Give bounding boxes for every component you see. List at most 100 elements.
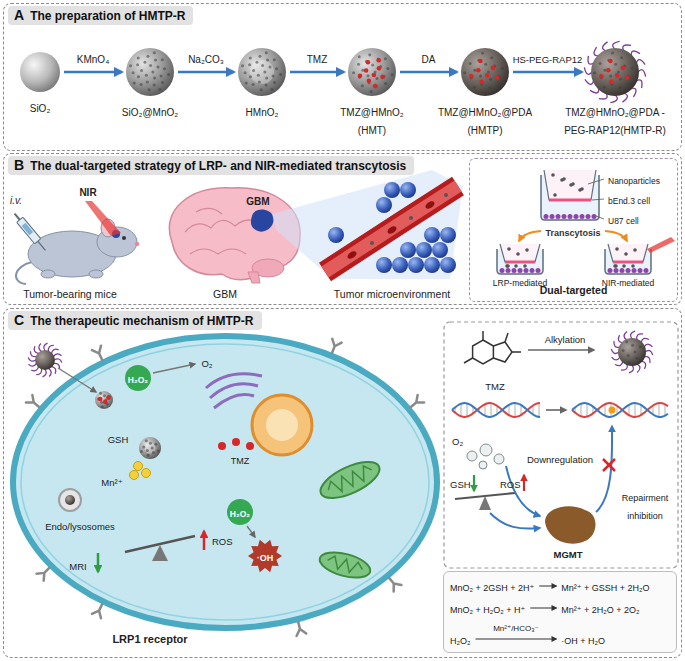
equation-term: MnO₂ + 2GSH + 2H⁺ — [450, 583, 534, 593]
manganese-ions — [134, 462, 143, 471]
nanoparticle-drawing — [469, 74, 474, 79]
label-slot: MRI — [69, 556, 86, 574]
nanoparticle-drawing — [358, 55, 361, 58]
nanoparticle-drawing — [245, 81, 248, 84]
tumor-cells — [376, 257, 392, 273]
uptake-arrow — [58, 368, 96, 392]
tumor-cells — [400, 242, 416, 258]
nanoparticle-drawing — [161, 58, 164, 61]
nanoparticle-drawing — [608, 59, 613, 64]
cell — [13, 336, 437, 628]
label-slot: GSH — [450, 474, 471, 492]
nanoparticle-drawing — [614, 63, 617, 66]
figure-caption: Tumor-bearing mice — [23, 288, 117, 300]
catalyst-label: Mn²⁺/HCO₃⁻ — [493, 624, 538, 633]
cell — [13, 336, 437, 628]
inhibition-cross — [603, 459, 615, 471]
process-label: Repairment inhibition — [622, 493, 669, 521]
dna-helix — [572, 403, 668, 417]
panel-title: The preparation of HMTP-R — [30, 9, 185, 23]
transwell-drawing — [614, 264, 618, 268]
fenton-arrow — [247, 526, 255, 537]
reaction-arrow — [530, 608, 556, 609]
figure-caption: Tumor microenvironment — [334, 288, 450, 300]
nanoparticle-drawing — [469, 62, 472, 65]
syringe — [38, 241, 46, 250]
nanoparticle-drawing — [266, 59, 269, 62]
nanoparticle-drawing — [257, 74, 260, 77]
label-slot: ·OH — [257, 547, 274, 565]
nanoparticle-drawing — [481, 52, 484, 55]
hydroxyl-radical — [248, 540, 282, 572]
dna-helix — [452, 403, 668, 417]
nanoparticle-drawing — [250, 60, 274, 84]
nanoparticle-drawing — [132, 71, 135, 74]
panel-header: BThe dual-targeted strategy of LRP- and … — [8, 156, 414, 175]
nucleus — [252, 395, 312, 455]
nanoparticle-drawing — [488, 86, 491, 89]
nanoparticle-drawing — [370, 90, 373, 93]
nanoparticle-drawing — [478, 59, 483, 64]
transwell-drawing — [506, 268, 511, 273]
nanoparticles — [152, 451, 155, 454]
nanoparticle-drawing — [476, 68, 481, 73]
nanoparticle-drawing — [163, 67, 166, 70]
nanoparticle-drawing — [376, 58, 381, 63]
label-slot: MGMT — [553, 544, 582, 562]
redox-balance — [98, 531, 204, 572]
manganese-ions — [130, 471, 139, 480]
mitochondrion — [316, 455, 385, 506]
nanoparticle-drawing — [153, 77, 156, 80]
lrp1-receptors — [26, 339, 424, 636]
endolysosome — [59, 489, 81, 511]
nanoparticle-drawing — [20, 52, 60, 92]
label-slot: Alkylation — [545, 329, 586, 347]
reagent-label: DA — [422, 54, 436, 65]
nanoparticles — [629, 365, 634, 373]
nanoparticles — [54, 359, 62, 363]
brain-drawing — [251, 210, 274, 232]
reaction-arrow — [513, 71, 582, 74]
nanoparticle-drawing — [146, 80, 149, 83]
nanoparticle: SiO₂@MnO₂ — [126, 48, 174, 96]
tumor-cells — [400, 182, 416, 198]
nanoparticles — [635, 357, 638, 360]
nir-beam — [647, 237, 675, 253]
blood-vessel — [325, 186, 458, 272]
nanoparticle-drawing — [631, 51, 640, 56]
route-label: i.v. — [10, 195, 22, 206]
downregulation-arrows — [490, 513, 540, 529]
nanoparticles — [140, 450, 143, 453]
nanoparticle-drawing — [358, 74, 363, 79]
mitochondrion — [317, 548, 373, 583]
molecule-label: TMZ — [231, 456, 250, 466]
nanoparticle-drawing — [606, 68, 611, 73]
nanoparticles — [157, 449, 160, 452]
nanoparticles — [146, 449, 149, 452]
nanoparticles — [641, 338, 649, 342]
transwell-drawing — [562, 177, 566, 181]
nanoparticles — [95, 391, 113, 409]
nanoparticle-drawing — [265, 77, 268, 80]
nanoparticles — [103, 400, 108, 405]
nanoparticle-drawing — [384, 82, 387, 85]
label-slot: GBM — [246, 191, 269, 209]
process-label: Downregulation — [527, 454, 593, 465]
figure-caption: GBM — [213, 288, 237, 300]
nanoparticle-drawing — [599, 74, 604, 79]
label-slot: TMZ — [307, 49, 328, 67]
nanoparticle-name: TMZ@HMnO₂@PDA -PEG-RAP12(HMTP-R) — [564, 107, 666, 136]
label-slot: NIR — [79, 182, 96, 200]
label-slot: H₂O₂ — [230, 503, 250, 521]
reaction-arrow — [178, 71, 234, 74]
nanoparticles — [44, 343, 48, 351]
label-slot: Tumor microenvironment — [334, 284, 450, 302]
nir-beam — [85, 201, 121, 236]
nanoparticle-drawing — [590, 88, 599, 93]
nanoparticle-drawing — [380, 75, 385, 80]
transwell-drawing — [512, 268, 517, 273]
nanoparticles — [611, 349, 619, 354]
h2o2-bubble — [125, 365, 151, 391]
nanoparticle-drawing — [255, 61, 258, 64]
